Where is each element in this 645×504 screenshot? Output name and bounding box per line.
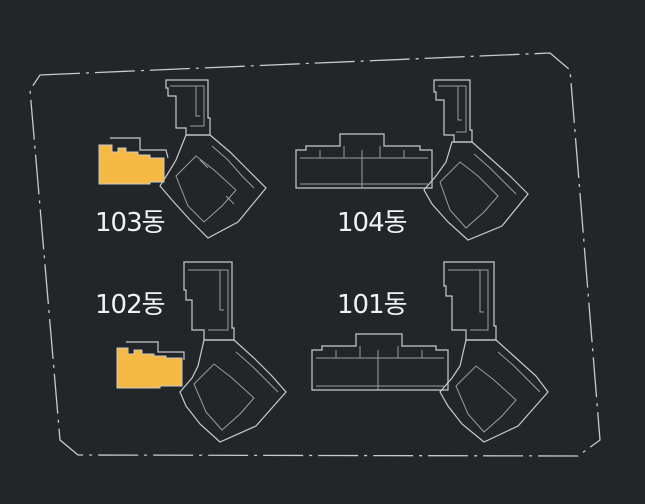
building-103-plan[interactable]: [98, 79, 267, 239]
building-104-label[interactable]: 104동: [337, 208, 408, 238]
building-103-label[interactable]: 103동: [95, 208, 166, 238]
building-101-plan[interactable]: [311, 261, 549, 443]
building-102-label[interactable]: 102동: [95, 290, 166, 320]
site-boundary: [29, 52, 601, 457]
building-102-plan[interactable]: [116, 261, 287, 443]
building-104-plan[interactable]: [295, 79, 529, 241]
building-101-label[interactable]: 101동: [337, 290, 408, 320]
unit-highlight-103[interactable]: [98, 144, 165, 185]
unit-highlight-102[interactable]: [116, 347, 183, 389]
